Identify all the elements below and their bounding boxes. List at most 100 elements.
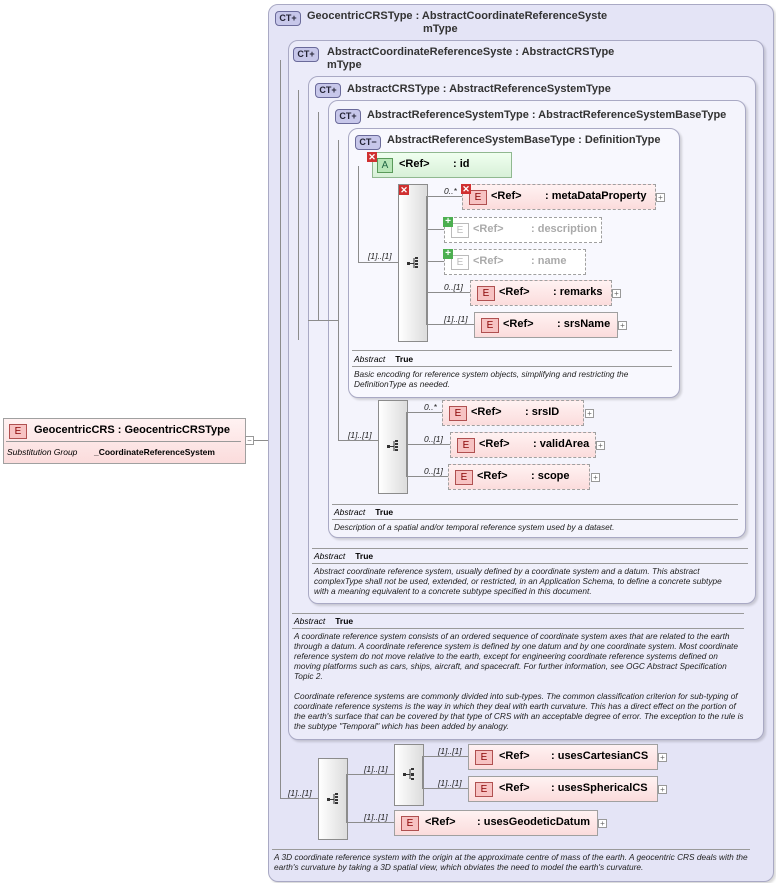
element-badge: E [457, 438, 475, 453]
type-title: AbstractReferenceSystemType : AbstractRe… [367, 109, 727, 121]
uses-spherical-cs-element[interactable]: E <Ref> : usesSphericalCS [468, 776, 658, 802]
remarks-element[interactable]: E <Ref> : remarks [470, 280, 612, 306]
type-title-line1: AbstractCoordinateReferenceSyste : Abstr… [327, 46, 615, 58]
divider [312, 563, 748, 564]
expand-toggle[interactable]: + [596, 441, 605, 450]
attribute-badge: A [377, 158, 393, 173]
srs-id-element[interactable]: E <Ref> : srsID [442, 400, 584, 426]
ref-label: <Ref> [499, 286, 530, 298]
geocentric-crs-documentation: A 3D coordinate reference system with th… [274, 852, 748, 872]
connector-line [358, 166, 359, 262]
added-icon: + [443, 217, 453, 227]
connector-line [346, 774, 347, 822]
sequence-compositor[interactable] [318, 758, 348, 840]
cardinality: 0..[1] [444, 282, 463, 292]
sequence-cardinality: [1]..[1] [288, 788, 312, 798]
choice-compositor[interactable] [394, 744, 424, 806]
connector-line [280, 798, 318, 799]
element-name: : description [531, 223, 598, 235]
cardinality: [1]..[1] [438, 746, 462, 756]
element-name: : scope [531, 470, 570, 482]
valid-area-element[interactable]: E <Ref> : validArea [450, 432, 596, 458]
sequence-icon [327, 793, 338, 804]
element-badge: E [481, 318, 499, 333]
prohibited-icon: ✕ [461, 184, 471, 194]
ref-label: <Ref> [491, 190, 522, 202]
expand-toggle[interactable]: + [598, 819, 607, 828]
element-badge: E [451, 255, 469, 270]
element-badge: E [401, 816, 419, 831]
collapse-toggle[interactable]: − [245, 436, 254, 445]
ref-label: <Ref> [477, 470, 508, 482]
type-title: AbstractCRSType : AbstractReferenceSyste… [347, 83, 611, 95]
complex-type-badge: CT+ [275, 11, 301, 26]
name-element[interactable]: E <Ref> : name [444, 249, 586, 275]
divider [332, 504, 738, 505]
element-badge: E [477, 286, 495, 301]
ref-label: <Ref> [473, 223, 504, 235]
connector-line [338, 140, 339, 440]
uses-cartesian-cs-element[interactable]: E <Ref> : usesCartesianCS [468, 744, 658, 770]
root-element-title: GeocentricCRS : GeocentricCRSType [34, 424, 231, 436]
id-attribute[interactable]: A <Ref> : id [372, 152, 512, 178]
element-name: : srsID [525, 406, 560, 418]
element-name: : remarks [553, 286, 603, 298]
divider [352, 350, 672, 351]
cardinality: 0..[1] [424, 466, 443, 476]
divider [292, 613, 744, 614]
element-name: : name [531, 255, 567, 267]
meta-data-property-element[interactable]: E <Ref> : metaDataProperty [462, 184, 656, 210]
connector-line [426, 324, 474, 325]
cardinality: [1]..[1] [444, 314, 468, 324]
added-icon: + [443, 249, 453, 259]
type-title-line2: mType [423, 23, 458, 35]
sequence-compositor[interactable] [378, 400, 408, 494]
reference-system-documentation: Description of a spatial and/or temporal… [334, 522, 615, 532]
element-badge: E [455, 470, 473, 485]
ref-label: <Ref> [479, 438, 510, 450]
prohibited-icon: ✕ [399, 185, 409, 195]
cardinality: [1]..[1] [364, 812, 388, 822]
expand-toggle[interactable]: + [612, 289, 621, 298]
connector-line [426, 292, 470, 293]
scope-element[interactable]: E <Ref> : scope [448, 464, 590, 490]
connector-line [422, 756, 423, 788]
complex-type-badge: CT+ [293, 47, 319, 62]
type-title: AbstractReferenceSystemBaseType : Defini… [387, 134, 661, 146]
complex-type-badge: CT+ [335, 109, 361, 124]
expand-toggle[interactable]: + [656, 193, 665, 202]
type-title-line1: GeocentricCRSType : AbstractCoordinateRe… [307, 10, 608, 22]
divider [332, 519, 738, 520]
divider [352, 366, 672, 367]
sequence-icon [407, 257, 418, 268]
expand-toggle[interactable]: + [618, 321, 627, 330]
choice-cardinality: [1]..[1] [364, 764, 388, 774]
sequence-compositor[interactable] [398, 184, 428, 342]
expand-toggle[interactable]: + [658, 753, 667, 762]
description-element[interactable]: E <Ref> : description [444, 217, 602, 243]
root-divider [6, 441, 241, 442]
expand-toggle[interactable]: + [585, 409, 594, 418]
substitution-group-label: Substitution Group [7, 447, 78, 457]
element-name: : metaDataProperty [545, 190, 647, 202]
attribute-name: : id [453, 158, 470, 170]
cardinality: 0..* [424, 402, 437, 412]
ref-label: <Ref> [471, 406, 502, 418]
substitution-group-value: _CoordinateReferenceSystem [94, 447, 215, 457]
connector-line [318, 112, 319, 320]
expand-toggle[interactable]: + [658, 785, 667, 794]
connector-line [426, 196, 427, 324]
connector-line [422, 756, 468, 757]
geocentric-crs-element[interactable]: E GeocentricCRS : GeocentricCRSType Subs… [3, 418, 246, 464]
element-badge: E [475, 750, 493, 765]
element-badge: E [449, 406, 467, 421]
connector-line [426, 261, 444, 262]
expand-toggle[interactable]: + [591, 473, 600, 482]
srs-name-element[interactable]: E <Ref> : srsName [474, 312, 618, 338]
element-name: : validArea [533, 438, 590, 450]
element-name: : usesGeodeticDatum [477, 816, 591, 828]
uses-geodetic-datum-element[interactable]: E <Ref> : usesGeodeticDatum [394, 810, 598, 836]
